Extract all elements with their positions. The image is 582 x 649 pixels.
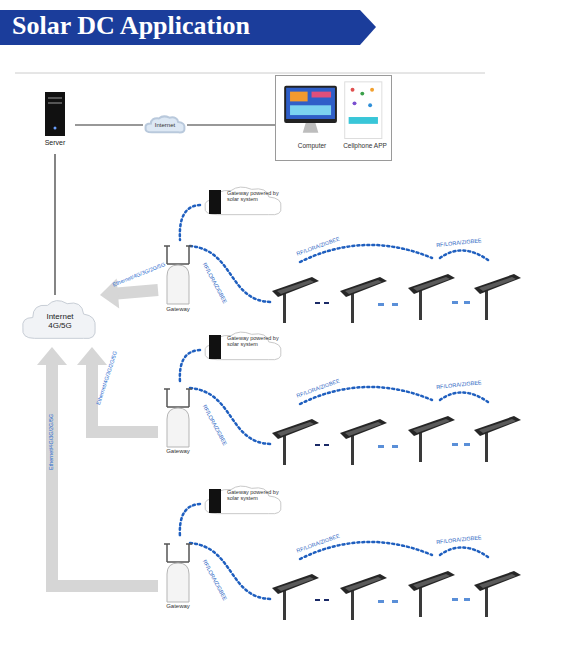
solar-panel xyxy=(209,335,221,359)
server-tower xyxy=(45,92,65,136)
uplink-arrow xyxy=(52,364,158,586)
node-text: Gateway xyxy=(150,603,206,610)
phone-screen xyxy=(345,82,382,139)
node-text: Gateway powered by solar system xyxy=(227,489,279,502)
connector xyxy=(187,125,275,126)
gateway-node: Gateway xyxy=(158,382,198,462)
title-text: Solar DC Application xyxy=(12,13,250,39)
node-text: Cellphone APP xyxy=(338,142,392,149)
connector xyxy=(100,279,158,309)
gateway-node: Gateway xyxy=(158,537,198,617)
arrow-head xyxy=(77,347,107,365)
screen-widget xyxy=(290,92,308,102)
wireless-connector xyxy=(180,350,200,382)
protocol-label: RF/LORA/ZIGBEE xyxy=(201,404,227,447)
server-slot xyxy=(48,102,62,104)
node-text: Internet xyxy=(143,114,187,136)
protocol-label: RF/LORA/ZIGBEE xyxy=(436,535,482,545)
screen-widget xyxy=(290,105,331,115)
node-text: Gateway xyxy=(150,306,206,313)
network-line xyxy=(54,154,55,295)
edge-label: Ethernet/4G/3G/2G/5G xyxy=(49,414,55,470)
server-node: Server xyxy=(35,92,75,154)
gateway-antenna xyxy=(164,389,192,407)
solar-node: Gateway powered by solar system xyxy=(200,183,286,221)
gateway-node: Gateway xyxy=(158,240,198,318)
solar-panel xyxy=(209,489,221,513)
node-text: Internet 4G/5G xyxy=(34,295,86,347)
monitor-frame xyxy=(284,86,337,123)
wireless-connector xyxy=(180,205,200,240)
monitor-screen xyxy=(286,88,335,119)
connector xyxy=(37,347,158,586)
wireless-connector xyxy=(180,504,200,537)
gateway-housing xyxy=(167,563,189,602)
connector xyxy=(180,350,200,382)
edge-label: Ethernet/4G/3G/2G/5G xyxy=(112,262,166,288)
cloud-outline xyxy=(205,332,281,360)
gateway-housing xyxy=(167,265,189,304)
cloud-outline xyxy=(205,187,281,215)
uplink-arrow xyxy=(117,290,158,294)
connector xyxy=(180,504,200,537)
node-text: Server xyxy=(25,139,85,147)
title-banner xyxy=(0,10,376,45)
connector xyxy=(180,205,200,240)
protocol-label: RF/LORA/ZIGBEE xyxy=(436,238,482,248)
app-dot xyxy=(351,88,355,92)
lamp-row xyxy=(190,542,521,620)
monitor-stand xyxy=(303,123,319,133)
server-led xyxy=(54,127,57,130)
app-dot xyxy=(360,92,364,96)
protocol-label: RF/LORA/ZIGBEE xyxy=(201,559,227,602)
screen-widget xyxy=(312,92,332,98)
node-text: Computer xyxy=(282,142,342,149)
bigcloud-node: Internet 4G/5G xyxy=(18,295,100,347)
separator-line xyxy=(15,73,485,74)
app-dot xyxy=(368,103,372,107)
gateway-antenna xyxy=(164,246,192,264)
network-line xyxy=(75,124,143,125)
cloud-node: Internet xyxy=(143,114,187,136)
connector xyxy=(75,125,143,126)
network-line xyxy=(187,124,275,125)
app-bar xyxy=(349,117,378,124)
solar-panel xyxy=(209,190,221,214)
node-text: Gateway powered by solar system xyxy=(227,335,279,348)
protocol-label: RF/LORA/ZIGBEE xyxy=(201,262,227,305)
protocol-label: RF/LORA/ZIGBEE xyxy=(436,380,482,390)
arrow-head xyxy=(37,347,67,365)
connector xyxy=(77,347,158,432)
node-text: Gateway xyxy=(150,448,206,455)
server-slot xyxy=(48,97,62,99)
solar-node: Gateway powered by solar system xyxy=(200,482,286,520)
app-dot xyxy=(370,88,374,92)
solar-node: Gateway powered by solar system xyxy=(200,328,286,366)
app-dot xyxy=(353,101,357,105)
lamp-row xyxy=(190,387,521,465)
gateway-antenna xyxy=(164,544,192,562)
node-text: Gateway powered by solar system xyxy=(227,190,279,203)
cloud-outline xyxy=(205,486,281,514)
connector xyxy=(55,154,56,295)
lamp-row xyxy=(190,245,521,323)
gateway-housing xyxy=(167,408,189,447)
screens-node: ComputerCellphone APP xyxy=(275,75,392,161)
